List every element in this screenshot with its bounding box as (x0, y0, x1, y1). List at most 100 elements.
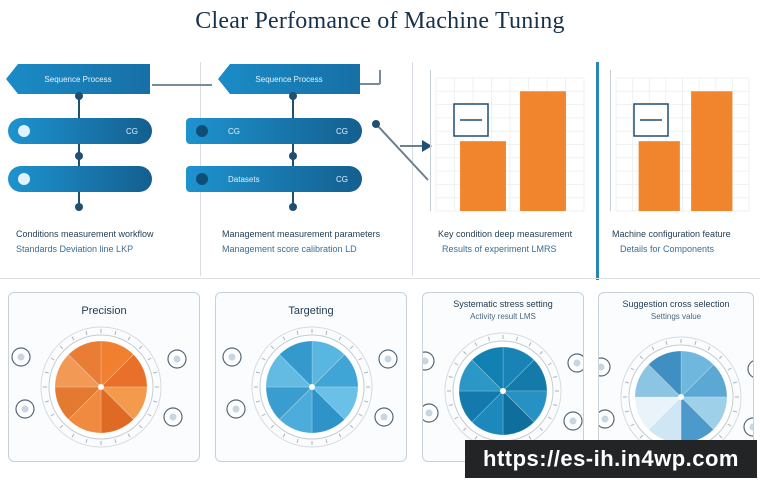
gauge-tick (338, 433, 342, 438)
gauge-tick (718, 434, 723, 439)
node-icon (75, 152, 83, 160)
tool-icon-center (21, 405, 29, 413)
gauge-tick (85, 439, 88, 444)
gauge-tick (624, 410, 629, 413)
gauge-tick (44, 371, 49, 374)
gauge-tick (539, 427, 543, 431)
pie-slice (67, 340, 102, 388)
tool-icon-center (17, 353, 25, 361)
gauge-tick (553, 403, 558, 406)
gauge-tick (651, 346, 655, 351)
gauge-tick (448, 403, 453, 406)
gauge-center (678, 394, 684, 400)
tool-icon-center (232, 405, 240, 413)
gauge-tick (71, 433, 75, 438)
gauge-tick (50, 357, 55, 361)
gauge-center (500, 388, 506, 394)
flow-step-label: CG (228, 126, 240, 136)
pie-slice (458, 359, 504, 392)
flow-step: CG (8, 118, 152, 144)
gauge-panel-targeting: Targeting (215, 292, 407, 462)
pie-slice (634, 363, 682, 398)
bar (691, 91, 733, 211)
tool-icon-center (228, 353, 236, 361)
gauge-panel-precision: Precision (8, 292, 200, 462)
pie-slice (54, 353, 102, 388)
pie-slice (311, 340, 346, 388)
pie-slice (458, 390, 504, 423)
flow-step: CG CG (186, 118, 362, 144)
divider (412, 62, 413, 276)
gauge-tick (727, 367, 732, 371)
tool-icon-center (425, 409, 433, 417)
flow-label-text: Sequence Process (255, 74, 323, 84)
chart-caption: Key condition deep measurement (438, 229, 573, 239)
gauge-tick (282, 336, 286, 341)
node-icon (75, 203, 83, 211)
node-icon (289, 203, 297, 211)
gauge-tick (448, 376, 453, 379)
tool-icon-center (573, 359, 581, 367)
pie-gauge (222, 326, 398, 448)
gauge-tick (44, 400, 49, 403)
page-title: Clear Perfomance of Machine Tuning (195, 8, 565, 34)
gauge-tick (528, 435, 532, 440)
panel-subtitle: Settings value (650, 312, 702, 321)
gauge-tick (127, 336, 131, 341)
tool-icon-center (173, 355, 181, 363)
gauge-tick (718, 355, 723, 360)
gauge-tick (639, 434, 644, 439)
gauge-tick (349, 345, 354, 350)
gauge-tick (270, 345, 275, 350)
gauge-tick (547, 362, 552, 366)
flow-label: Sequence Process (218, 64, 360, 94)
gauge-tick (296, 330, 299, 335)
panel-subtitle: Activity result LMS (470, 312, 536, 321)
gauge-tick (454, 362, 459, 366)
pie-slice (634, 396, 682, 431)
tool-icon-center (169, 413, 177, 421)
flow-label-text: Sequence Process (44, 74, 112, 84)
gauge-tick (694, 340, 697, 345)
step-dot-icon (196, 125, 208, 137)
pie-slice (471, 390, 504, 436)
node-icon (75, 92, 83, 100)
gauge-tick (624, 381, 629, 384)
flow-step-label: Datasets (228, 174, 260, 184)
pie-gauge (599, 336, 753, 458)
gauge-panel-suggestion: Suggestion cross selection Settings valu… (598, 292, 754, 462)
pie-slice (54, 386, 102, 421)
gauge-tick (85, 330, 88, 335)
pie-slice (67, 386, 102, 434)
gauge-tick (261, 357, 266, 361)
gauge-tick (707, 346, 711, 351)
pie-slice (502, 359, 548, 392)
gauge-ring (40, 326, 162, 448)
gauge-tick (59, 424, 64, 429)
pie-slice (265, 353, 313, 388)
gauge-tick (665, 340, 668, 345)
gauge-tick (463, 351, 467, 355)
flow-step-label: CG (336, 174, 348, 184)
pie-gauge (423, 332, 583, 450)
gauge-tick (71, 336, 75, 341)
gauge-tick (364, 371, 369, 374)
gauge-tick (270, 424, 275, 429)
panel-title: Targeting (288, 305, 334, 317)
flow-subcaption: Management score calibration LD (222, 244, 357, 254)
bar (520, 91, 566, 211)
gauge-tick (539, 351, 543, 355)
tool-icon-center (384, 355, 392, 363)
pie-slice (311, 386, 359, 421)
panel-title: Precision (81, 305, 127, 317)
section-divider (0, 278, 760, 279)
gauge-tick (255, 400, 260, 403)
gauge-tick (114, 330, 117, 335)
gauge-tick (59, 345, 64, 350)
pie-slice (471, 346, 504, 392)
step-dot-icon (196, 173, 208, 185)
connector-line (152, 84, 212, 86)
flow-step (8, 166, 152, 192)
flow-step-label: CG (336, 126, 348, 136)
tool-icon-center (569, 417, 577, 425)
